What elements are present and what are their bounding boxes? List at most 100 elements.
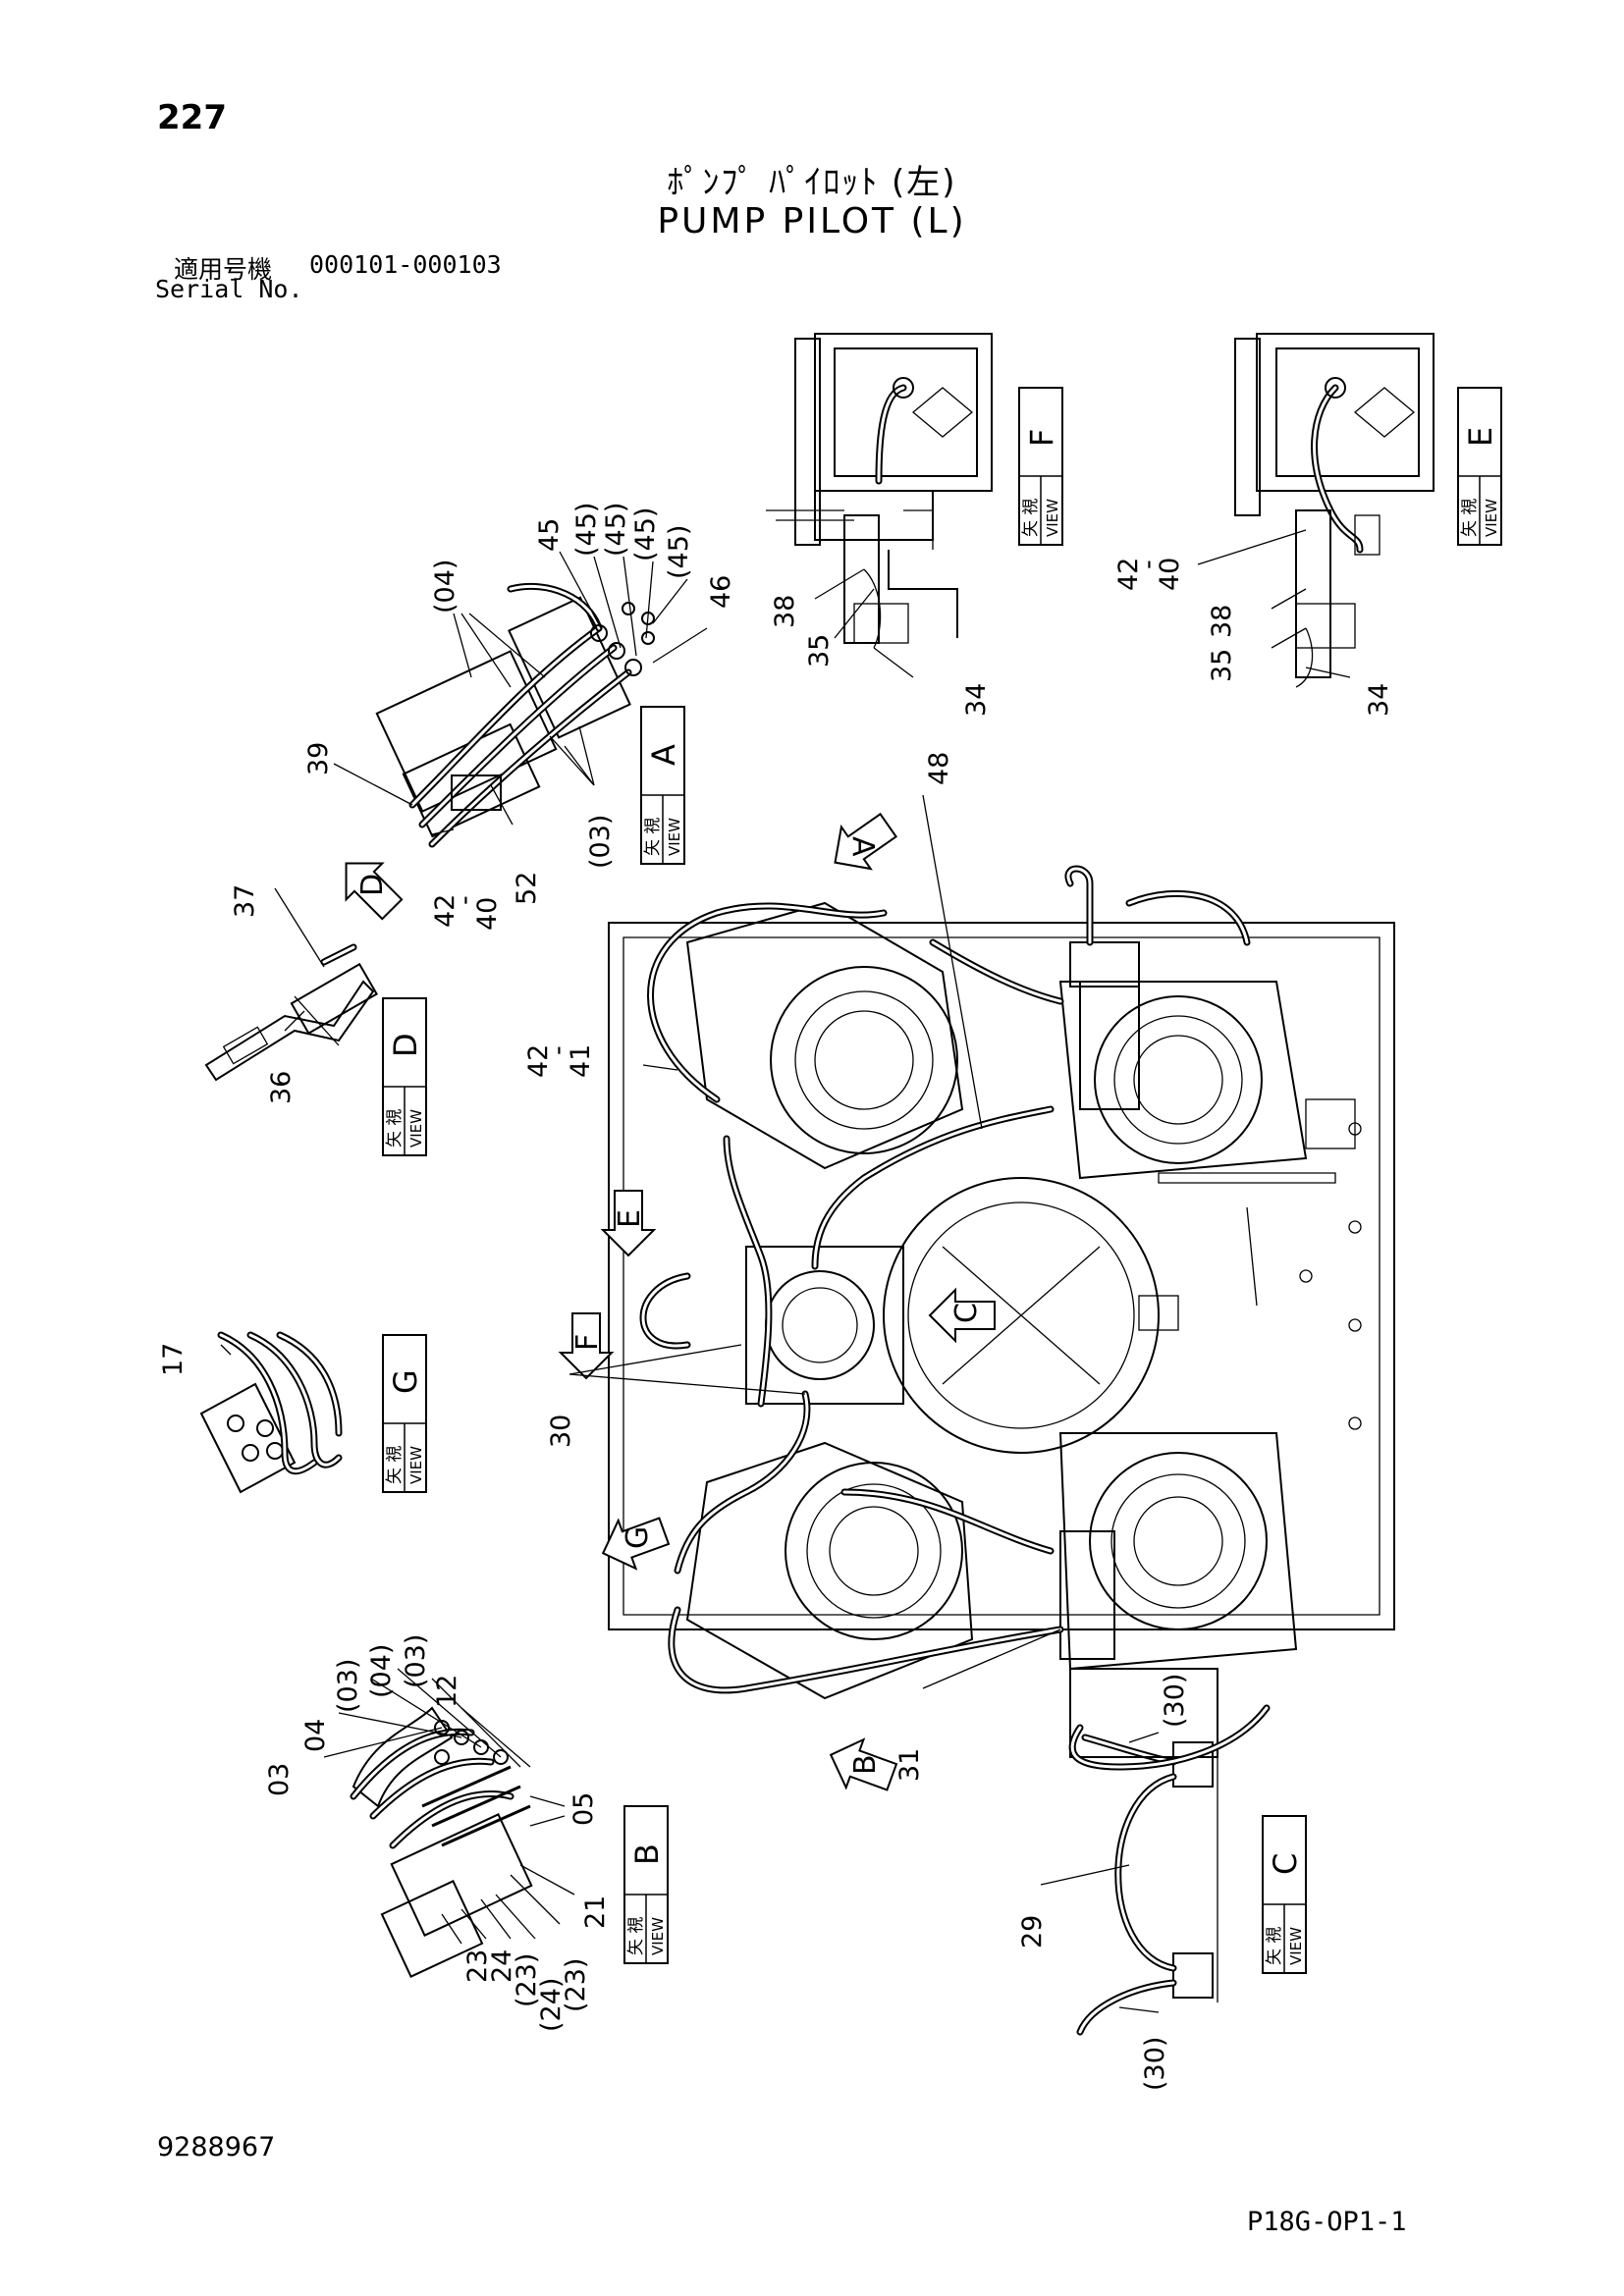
- callout-45-ref: (45): [601, 503, 631, 557]
- view-a-drawing: [375, 582, 655, 848]
- callout-45: 45: [534, 518, 565, 552]
- callout-04-ref: (04): [366, 1644, 397, 1698]
- callout-23-ref: (23): [561, 1958, 591, 2012]
- callouts-main: 48 42 - 41 30 31: [523, 752, 954, 1782]
- page-number: 227: [157, 98, 227, 137]
- svg-text:D: D: [387, 1033, 424, 1057]
- svg-text:F: F: [1023, 429, 1060, 447]
- callout-30-ref: (30): [1140, 2037, 1170, 2091]
- view-c-drawing: [1076, 1734, 1218, 2036]
- svg-text:矢 視: 矢 視: [1460, 499, 1480, 537]
- view-arrow-e: E: [600, 1190, 657, 1257]
- document-number: 9288967: [157, 2132, 276, 2163]
- view-f-drawing: [766, 333, 993, 649]
- callout-30: 30: [546, 1415, 576, 1448]
- view-g-drawing: [199, 1331, 343, 1494]
- main-assembly-drawing: [608, 865, 1395, 1771]
- view-arrow-d: D: [345, 862, 404, 921]
- view-d-drawing: [204, 943, 379, 1082]
- callout-23-ref: (23): [512, 1953, 542, 2007]
- view-arrow-d-label: D: [355, 874, 390, 896]
- svg-text:A: A: [645, 744, 682, 766]
- callout-dash: -: [1133, 560, 1164, 569]
- callout-45-ref: (45): [664, 525, 694, 579]
- callout-37: 37: [230, 884, 260, 918]
- view-box-a: 矢 視 VIEW A: [640, 706, 685, 865]
- title-japanese: ﾎﾟﾝﾌﾟ ﾊﾟｲﾛｯﾄ (左): [667, 163, 957, 202]
- callout-45-ref: (45): [630, 507, 661, 561]
- callout-dash: -: [450, 895, 480, 905]
- view-b-drawing: [350, 1706, 533, 1978]
- svg-text:VIEW: VIEW: [407, 1109, 425, 1148]
- callout-48: 48: [924, 752, 954, 785]
- callouts-view-b: 03 04 (03) (04) (03) 12 05 21 (23) (24) …: [264, 1634, 611, 2032]
- callout-38: 38: [1207, 605, 1237, 638]
- callout-35: 35: [804, 634, 835, 667]
- view-box-b: 矢 視 VIEW B: [623, 1805, 669, 1964]
- callout-39: 39: [303, 742, 334, 775]
- callout-05: 05: [568, 1792, 599, 1826]
- view-box-c: 矢 視 VIEW C: [1262, 1815, 1307, 1974]
- view-box-e: 矢 視 VIEW E: [1457, 387, 1502, 546]
- callout-04-ref: (04): [430, 560, 460, 614]
- callouts-view-c: (30) 29 (30): [1017, 1674, 1190, 2091]
- page-code: P18G-OP1-1: [1247, 2207, 1407, 2237]
- svg-text:矢 視: 矢 視: [1265, 1927, 1284, 1965]
- callouts-view-f: 38 35 34: [770, 595, 992, 717]
- callout-38: 38: [770, 595, 800, 628]
- svg-text:VIEW: VIEW: [407, 1446, 425, 1484]
- view-e-drawing: [1234, 333, 1435, 688]
- callout-40: 40: [1155, 558, 1185, 591]
- callout-34: 34: [961, 683, 992, 717]
- view-arrow-f-label: F: [570, 1334, 605, 1351]
- svg-text:B: B: [628, 1843, 666, 1865]
- view-arrow-e-label: E: [613, 1209, 647, 1228]
- callout-04: 04: [300, 1719, 331, 1752]
- callout-03-ref: (03): [401, 1634, 431, 1688]
- view-arrow-g: G: [601, 1517, 671, 1571]
- view-arrow-a-label: A: [845, 836, 880, 857]
- callout-dash: -: [543, 1045, 573, 1055]
- svg-text:矢 視: 矢 視: [643, 818, 663, 856]
- view-arrow-b: B: [829, 1737, 898, 1791]
- callout-24-ref: (24): [536, 1978, 567, 2032]
- callout-31: 31: [894, 1748, 925, 1782]
- callouts-view-e: 42 - 40 38 35 34: [1113, 558, 1394, 717]
- callout-29: 29: [1017, 1915, 1048, 1949]
- callout-41: 41: [566, 1044, 596, 1078]
- svg-text:VIEW: VIEW: [1287, 1927, 1305, 1965]
- serial-range: 000101-000103: [309, 250, 502, 279]
- callout-52: 52: [512, 872, 542, 905]
- view-arrow-g-label: G: [621, 1526, 655, 1549]
- svg-text:VIEW: VIEW: [666, 818, 683, 856]
- svg-text:VIEW: VIEW: [1044, 499, 1061, 537]
- callouts-view-d: 37 36: [230, 884, 297, 1104]
- callout-42: 42: [523, 1044, 554, 1078]
- callout-34: 34: [1364, 683, 1394, 717]
- svg-text:G: G: [387, 1369, 424, 1394]
- view-arrow-f: F: [558, 1312, 615, 1380]
- serial-label-japanese: 適用号機: [174, 255, 273, 284]
- callout-17: 17: [158, 1343, 189, 1376]
- callout-46: 46: [706, 575, 736, 609]
- callout-35: 35: [1207, 649, 1237, 682]
- svg-text:矢 視: 矢 視: [1021, 499, 1041, 537]
- serial-label-english: Serial No.: [155, 275, 303, 303]
- callout-42: 42: [1113, 558, 1144, 591]
- view-box-d: 矢 視 VIEW D: [382, 997, 427, 1156]
- view-arrow-b-label: B: [848, 1754, 883, 1775]
- callout-40: 40: [472, 897, 503, 931]
- callout-23: 23: [462, 1949, 493, 1983]
- callouts-view-a: 45 (45) (45) (45) (45) 46 (04) 39 42 - 4…: [303, 503, 736, 931]
- view-arrow-c: C: [928, 1287, 996, 1344]
- callouts-view-g: 17: [158, 1343, 189, 1376]
- callout-03-ref: (03): [333, 1659, 363, 1713]
- callout-03: 03: [264, 1763, 295, 1796]
- leader-lines: [220, 529, 1351, 2013]
- svg-text:矢 視: 矢 視: [385, 1109, 405, 1148]
- view-box-f: 矢 視 VIEW F: [1018, 387, 1063, 546]
- callout-12: 12: [432, 1675, 462, 1708]
- svg-text:矢 視: 矢 視: [385, 1446, 405, 1484]
- svg-text:VIEW: VIEW: [1483, 499, 1500, 537]
